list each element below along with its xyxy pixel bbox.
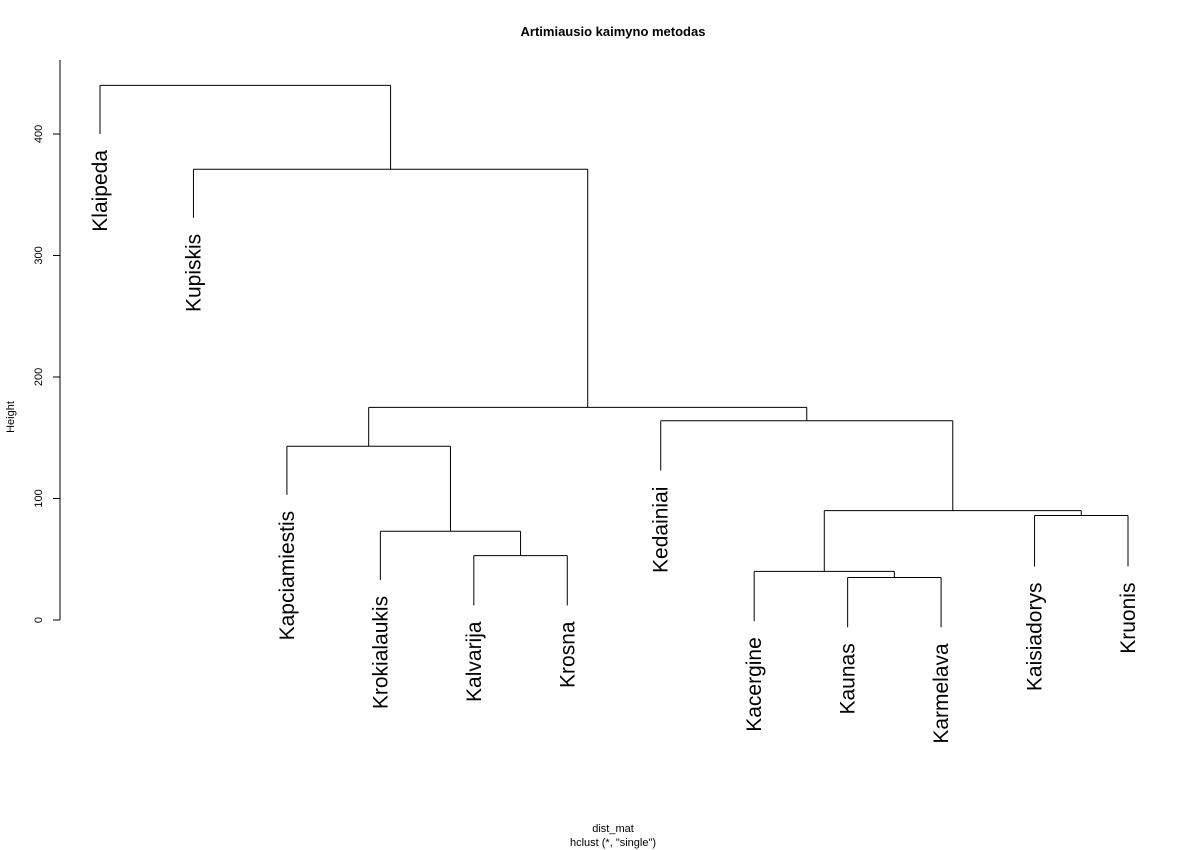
leaf-label: Kedainiai [650, 487, 673, 573]
y-tick-label: 300 [33, 246, 45, 264]
y-axis: 0 100 200 300 400 [33, 60, 61, 623]
leaf-label: Kapciamiestis [276, 511, 299, 641]
leaf-labels: KlaipedaKupiskisKapciamiestisKrokialauki… [89, 150, 1140, 744]
leaf-label: Karmelava [930, 643, 953, 744]
leaf-label: Kacergine [743, 637, 766, 732]
leaf-label: Kupiskis [182, 234, 205, 312]
leaf-label: Kaisiadorys [1024, 583, 1047, 692]
leaf-label: Krosna [556, 621, 579, 688]
x-axis-label: dist_mat [592, 823, 634, 835]
y-tick-label: 400 [33, 125, 45, 143]
leaf-label: Krokialaukis [369, 596, 392, 709]
y-tick-label: 0 [33, 617, 45, 623]
y-tick-label: 200 [33, 368, 45, 386]
dendrogram-branches [99, 84, 1129, 628]
leaf-label: Kruonis [1117, 583, 1140, 654]
method-subtitle: hclust (*, "single") [570, 837, 656, 849]
leaf-label: Kalvarija [463, 621, 486, 702]
y-axis-label: Height [5, 401, 17, 433]
leaf-label: Kaunas [837, 643, 860, 714]
chart-title: Artimiausio kaimyno metodas [521, 24, 706, 39]
leaf-label: Klaipeda [89, 150, 112, 232]
y-tick-label: 100 [33, 489, 45, 507]
